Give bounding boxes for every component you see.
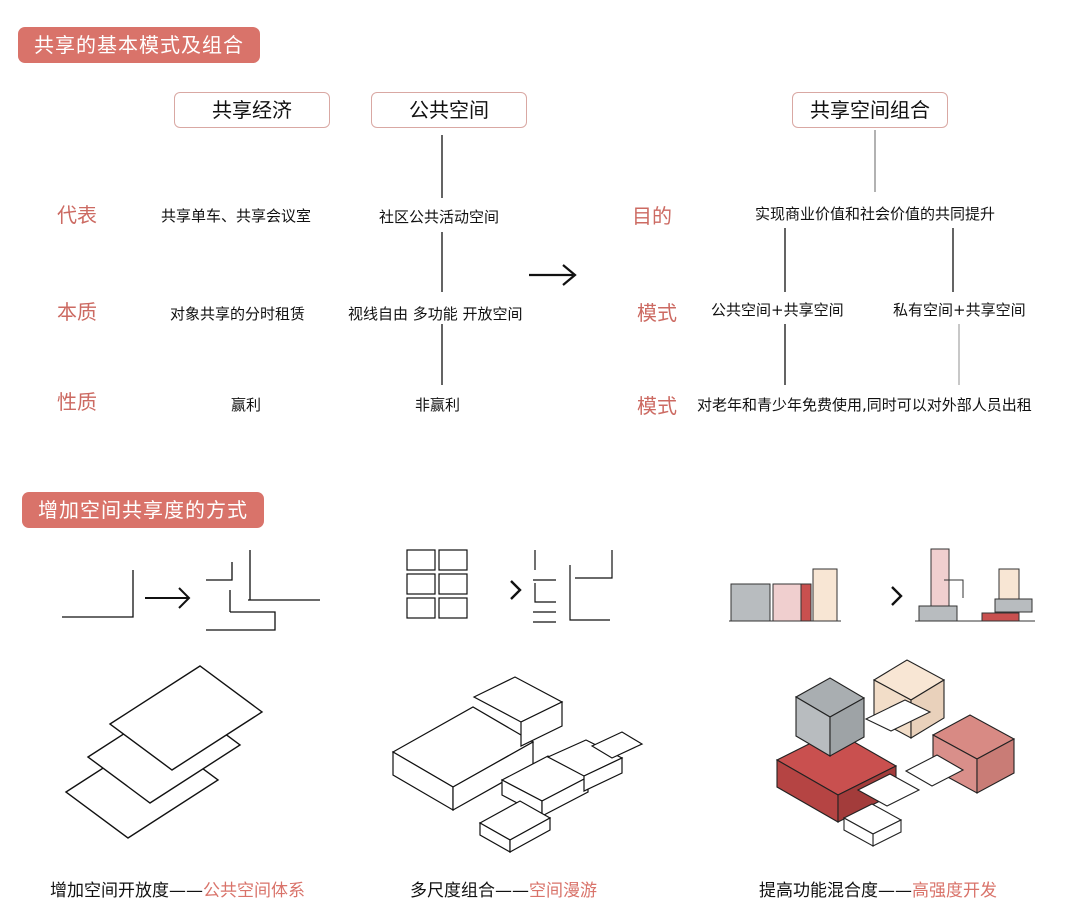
public-essence: 视线自由 多功能 开放空间 — [348, 305, 523, 323]
row-label-essence: 本质 — [57, 300, 97, 324]
row-label-representative: 代表 — [57, 203, 97, 227]
caption-openness-accent: 公共空间体系 — [203, 881, 305, 901]
arrow-right-icon — [145, 587, 191, 609]
chevron-right-icon — [891, 586, 903, 606]
caption-openness-main: 增加空间开放度—— — [50, 881, 203, 901]
openness-before-diagram — [62, 570, 134, 618]
mixed-bars-after — [915, 548, 1035, 622]
caption-function-mix-accent: 高强度开发 — [912, 881, 997, 901]
header-shared-economy: 共享经济 — [174, 92, 330, 128]
combination-connectors — [784, 130, 960, 385]
caption-multi-scale: 多尺度组合——空间漫游 — [410, 876, 597, 901]
caption-multi-scale-accent: 空间漫游 — [529, 881, 597, 901]
caption-function-mix: 提高功能混合度——高强度开发 — [759, 876, 997, 901]
section-title-shared-modes: 共享的基本模式及组合 — [18, 27, 260, 63]
row-label-purpose: 目的 — [632, 204, 672, 228]
row-label-mode-2: 模式 — [637, 394, 677, 418]
combination-mode-private: 私有空间+共享空间 — [893, 301, 1026, 319]
caption-openness: 增加空间开放度——公共空间体系 — [50, 876, 305, 901]
economy-nature: 赢利 — [231, 396, 262, 414]
public-nature: 非赢利 — [415, 396, 461, 414]
openness-after-diagram — [206, 550, 320, 631]
mixed-bars-before — [729, 568, 841, 622]
section-title-increase-sharing: 增加空间共享度的方式 — [22, 492, 264, 528]
header-public-space: 公共空间 — [371, 92, 527, 128]
grid-merged-diagram — [533, 550, 613, 623]
row-label-nature: 性质 — [57, 390, 97, 414]
combination-usage: 对老年和青少年免费使用,同时可以对外部人员出租 — [697, 396, 1032, 414]
economy-representative: 共享单车、共享会议室 — [161, 207, 312, 225]
multi-scale-blocks-isometric — [391, 676, 644, 854]
chevron-right-icon — [510, 580, 522, 600]
economy-essence: 对象共享的分时租赁 — [170, 305, 306, 323]
grid-cells-diagram — [406, 549, 468, 619]
mixed-function-isometric — [775, 659, 1016, 847]
combination-purpose: 实现商业价值和社会价值的共同提升 — [755, 205, 996, 223]
header-space-combination: 共享空间组合 — [792, 92, 948, 128]
arrow-right-icon — [529, 264, 577, 286]
combination-mode-public: 公共空间+共享空间 — [711, 301, 844, 319]
caption-multi-scale-main: 多尺度组合—— — [410, 881, 529, 901]
row-label-mode-1: 模式 — [637, 301, 677, 325]
public-representative: 社区公共活动空间 — [379, 208, 500, 226]
stacked-planes-isometric — [64, 665, 264, 839]
caption-function-mix-main: 提高功能混合度—— — [759, 881, 912, 901]
